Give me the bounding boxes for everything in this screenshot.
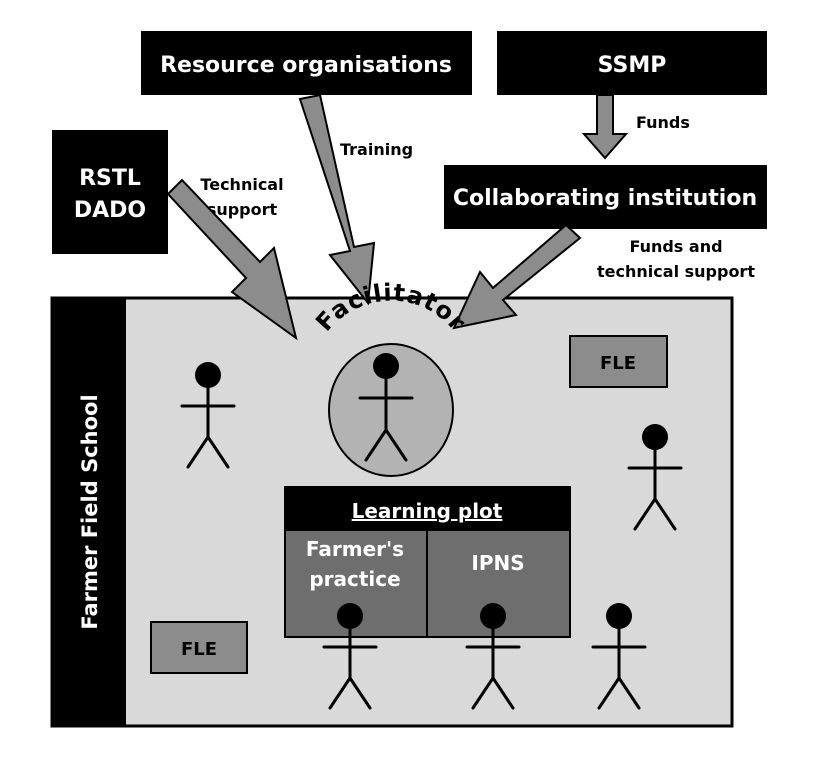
person-plot-left [322,603,378,710]
technical-support-label-line1: Technical [200,175,283,194]
person-facilitator [358,353,414,462]
rstl-label: RSTL [79,166,141,191]
fle-box-top [569,335,668,388]
collaborating-institution-box [444,165,767,229]
fle-label-bottom: FLE [181,639,217,660]
person-plot-right [465,603,521,710]
person-bottom-right [591,603,647,710]
farmer-field-school-sidebar [52,298,126,726]
rstl-technical-arrow [166,178,298,341]
funds-technical-label-line2: technical support [597,262,755,281]
resource-organisations-box [141,31,472,95]
person-left-top [180,362,236,469]
collab-funds-arrow [452,223,582,330]
farmers-practice-label-line2: practice [309,567,400,591]
fle-box-bottom [150,621,248,674]
ssmp-funds-arrow [581,94,629,160]
facilitator-circle [328,343,454,477]
collaborating-institution-label: Collaborating institution [453,186,757,211]
learning-plot-header [285,487,570,531]
fle-label-top: FLE [600,353,636,374]
rstl-dado-box [52,130,168,254]
funds-technical-label-line1: Funds and [629,237,722,256]
ipns-label: IPNS [471,551,524,575]
ssmp-label: SSMP [598,53,667,78]
funds-label: Funds [636,113,690,132]
training-label: Training [340,140,413,159]
technical-support-label-line2: support [207,200,278,219]
person-right-middle [627,424,683,531]
ssmp-box [497,31,767,95]
resource-training-arrow [298,93,376,306]
farmer-field-school-label: Farmer Field School [78,394,102,629]
learning-plot-title: Learning plot [352,499,503,523]
resource-organisations-label: Resource organisations [160,53,452,78]
dado-label: DADO [74,198,146,223]
farmers-practice-label-line1: Farmer's [306,537,404,561]
